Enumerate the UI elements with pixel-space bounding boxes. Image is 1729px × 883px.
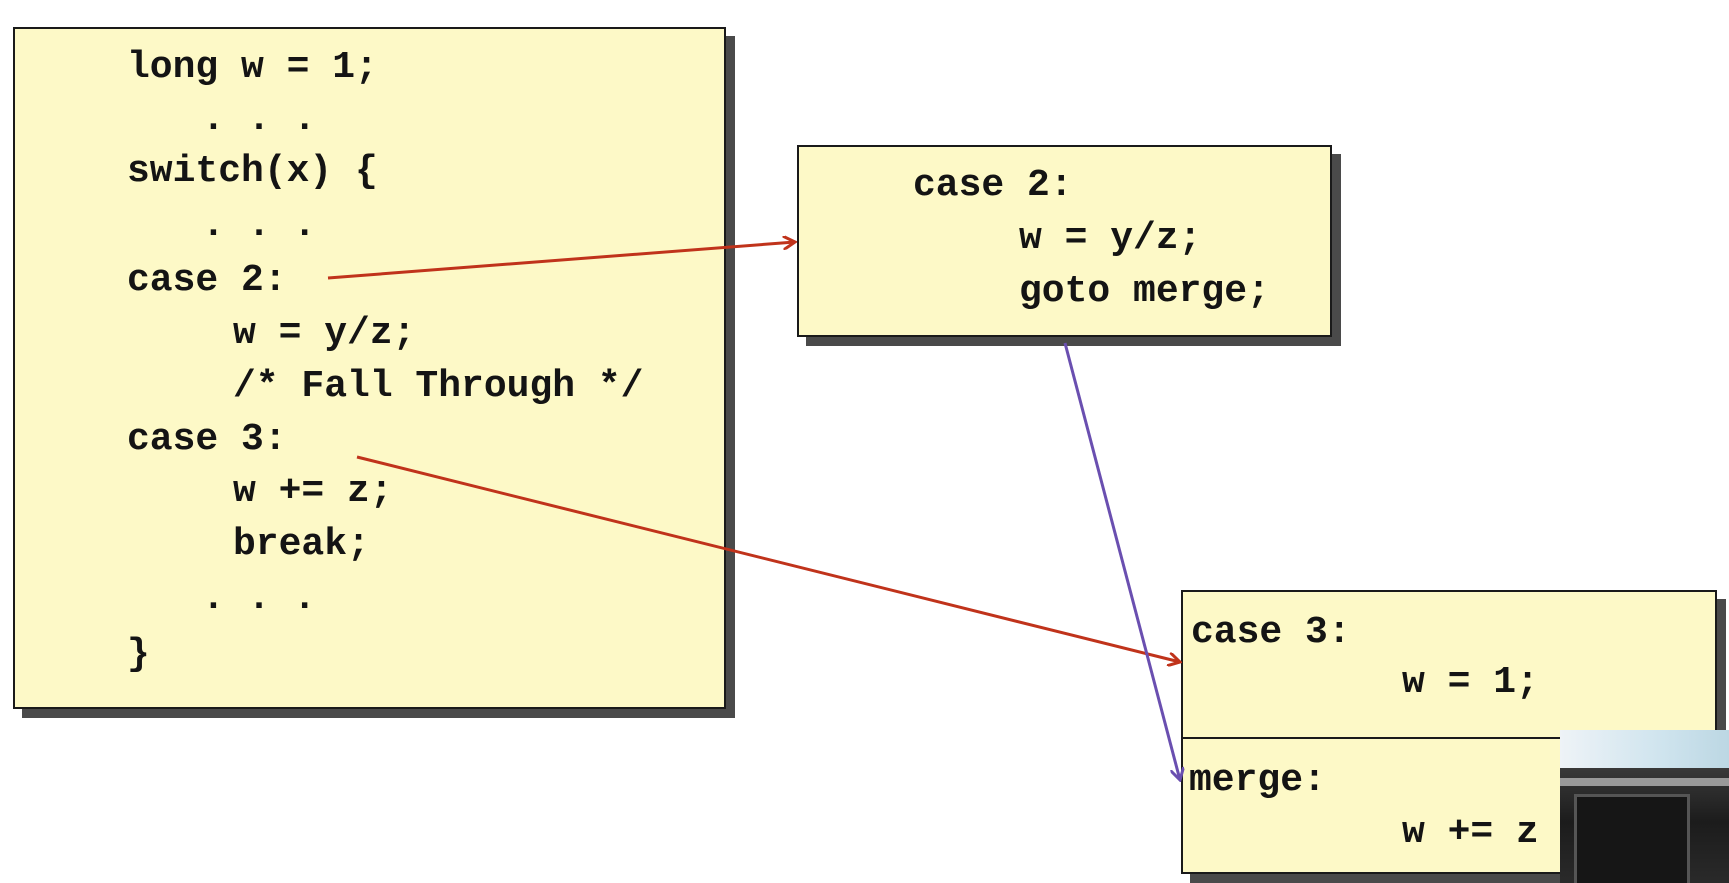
code-line: . . .	[202, 98, 317, 141]
code-line: w += z;	[233, 470, 393, 513]
code-line: case 3:	[127, 418, 287, 461]
code-line: w = y/z;	[233, 312, 416, 355]
code-line: break;	[233, 523, 370, 566]
webcam-overlay	[1560, 730, 1729, 883]
code-line: case 3:	[1191, 611, 1351, 654]
code-line: long w = 1;	[127, 46, 378, 89]
code-line: . . .	[202, 577, 317, 620]
arrow-goto-merge	[1063, 342, 1180, 780]
case2-code-box: case 2: w = y/z; goto merge;	[797, 145, 1332, 337]
code-line: merge:	[1189, 759, 1326, 802]
webcam-frame	[1574, 794, 1690, 883]
code-line: case 2:	[913, 164, 1073, 207]
code-line: . . .	[202, 204, 317, 247]
code-line: }	[127, 633, 150, 676]
switch-code-box: long w = 1; . . . switch(x) { . . . case…	[13, 27, 726, 709]
box-divider	[1183, 737, 1715, 739]
code-line: case 2:	[127, 259, 287, 302]
webcam-ledge	[1560, 778, 1729, 786]
code-line: w += z	[1402, 811, 1539, 854]
code-line: w = y/z;	[1019, 217, 1202, 260]
webcam-screen	[1560, 730, 1729, 768]
code-line: w = 1;	[1402, 661, 1539, 704]
code-line: switch(x) {	[127, 150, 378, 193]
code-line: goto merge;	[1019, 270, 1270, 313]
code-line: /* Fall Through */	[233, 365, 644, 408]
